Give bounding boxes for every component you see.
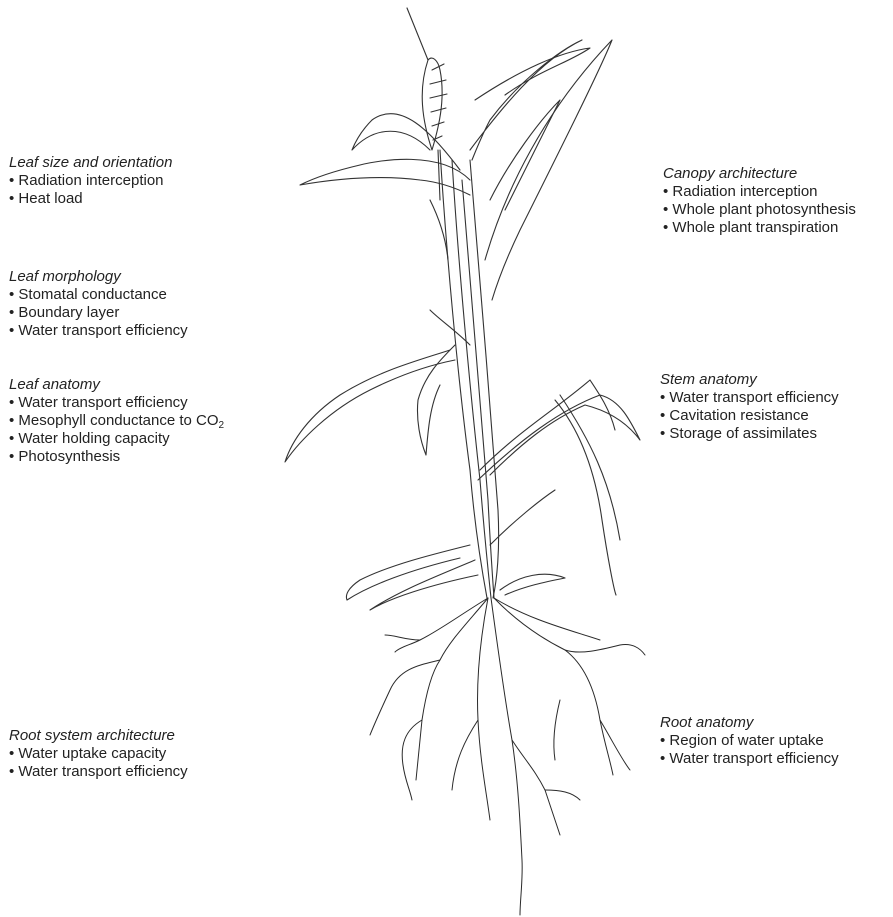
label-heading: Leaf anatomy: [9, 376, 224, 394]
label-canopy-architecture: Canopy architecture Radiation intercepti…: [663, 165, 856, 237]
label-root-system-architecture: Root system architecture Water uptake ca…: [9, 727, 188, 781]
label-item: Heat load: [9, 190, 172, 208]
label-item: Water transport efficiency: [9, 763, 188, 781]
label-item: Water uptake capacity: [9, 745, 188, 763]
label-leaf-anatomy: Leaf anatomy Water transport efficiency …: [9, 376, 224, 466]
label-item: Region of water uptake: [660, 732, 839, 750]
root-system: [370, 598, 645, 915]
label-item: Cavitation resistance: [660, 407, 839, 425]
label-item-co2: Mesophyll conductance to CO2: [9, 412, 224, 430]
label-item: Water transport efficiency: [9, 394, 224, 412]
stems: [430, 150, 499, 598]
label-root-anatomy: Root anatomy Region of water uptake Wate…: [660, 714, 839, 768]
label-item-text: Mesophyll conductance to CO: [18, 412, 218, 429]
label-stem-anatomy: Stem anatomy Water transport efficiency …: [660, 371, 839, 443]
co2-subscript: 2: [219, 420, 225, 431]
label-item: Radiation interception: [663, 183, 856, 201]
label-heading: Leaf size and orientation: [9, 154, 172, 172]
label-heading: Canopy architecture: [663, 165, 856, 183]
label-item: Whole plant transpiration: [663, 219, 856, 237]
label-item: Radiation interception: [9, 172, 172, 190]
label-item: Water transport efficiency: [660, 389, 839, 407]
label-item: Water transport efficiency: [9, 322, 188, 340]
label-heading: Stem anatomy: [660, 371, 839, 389]
label-item: Stomatal conductance: [9, 286, 188, 304]
label-heading: Root system architecture: [9, 727, 188, 745]
label-leaf-size-orientation: Leaf size and orientation Radiation inte…: [9, 154, 172, 208]
label-item: Storage of assimilates: [660, 425, 839, 443]
label-heading: Root anatomy: [660, 714, 839, 732]
label-heading: Leaf morphology: [9, 268, 188, 286]
label-item: Boundary layer: [9, 304, 188, 322]
label-item: Photosynthesis: [9, 448, 224, 466]
label-leaf-morphology: Leaf morphology Stomatal conductance Bou…: [9, 268, 188, 340]
label-item: Water holding capacity: [9, 430, 224, 448]
label-item: Water transport efficiency: [660, 750, 839, 768]
leaves: [285, 40, 640, 610]
label-item: Whole plant photosynthesis: [663, 201, 856, 219]
